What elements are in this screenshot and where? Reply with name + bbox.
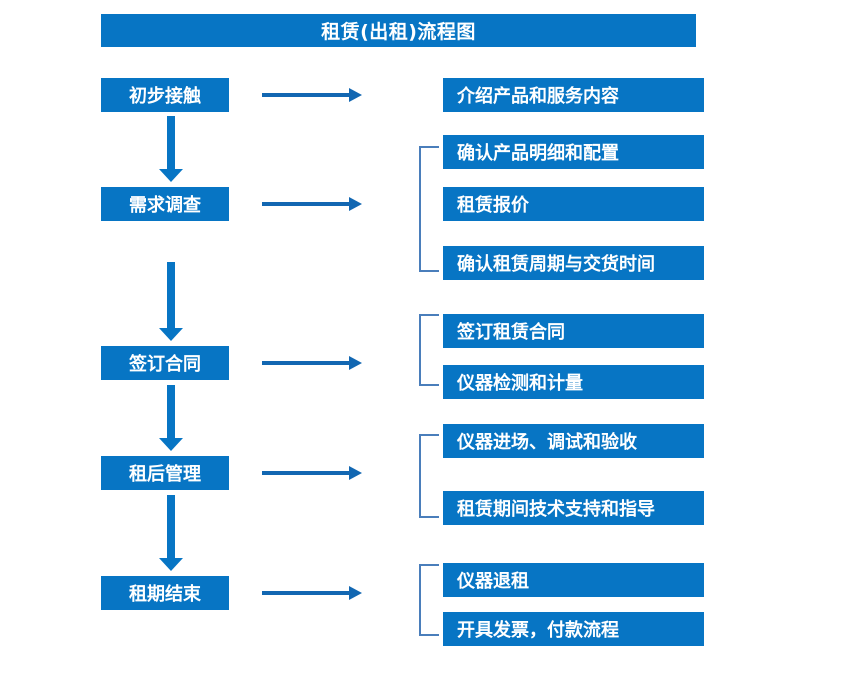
group-bracket-3: [419, 434, 439, 518]
stage-box-4[interactable]: 租后管理: [101, 456, 229, 490]
arrow-shaft: [167, 495, 175, 558]
detail-box-10[interactable]: 开具发票，付款流程: [443, 612, 704, 646]
detail-box-1[interactable]: 介绍产品和服务内容: [443, 78, 704, 112]
stage-box-2[interactable]: 需求调查: [101, 187, 229, 221]
flow-arrow-down-4: [159, 495, 183, 571]
arrow-shaft: [262, 591, 350, 595]
flow-arrow-down-1: [159, 116, 183, 182]
arrow-shaft: [167, 385, 175, 438]
arrow-shaft: [262, 93, 350, 97]
arrow-head: [349, 356, 362, 370]
arrow-shaft: [262, 471, 350, 475]
arrow-head: [349, 88, 362, 102]
arrow-head: [349, 197, 362, 211]
stage-box-5[interactable]: 租期结束: [101, 576, 229, 610]
detail-box-7[interactable]: 仪器进场、调试和验收: [443, 424, 704, 458]
arrow-head: [349, 586, 362, 600]
arrow-shaft: [167, 262, 175, 328]
detail-box-8[interactable]: 租赁期间技术支持和指导: [443, 491, 704, 525]
arrow-head: [159, 438, 183, 451]
group-bracket-2: [419, 314, 439, 386]
detail-box-3[interactable]: 租赁报价: [443, 187, 704, 221]
stage-box-1[interactable]: 初步接触: [101, 78, 229, 112]
chart-title: 租赁(出租)流程图: [101, 14, 696, 47]
group-bracket-1: [419, 146, 439, 272]
detail-box-4[interactable]: 确认租赁周期与交货时间: [443, 246, 704, 280]
link-arrow-right-3: [262, 356, 362, 370]
detail-box-6[interactable]: 仪器检测和计量: [443, 365, 704, 399]
link-arrow-right-4: [262, 466, 362, 480]
arrow-head: [159, 328, 183, 341]
detail-box-5[interactable]: 签订租赁合同: [443, 314, 704, 348]
flow-arrow-down-3: [159, 385, 183, 451]
arrow-shaft: [262, 202, 350, 206]
link-arrow-right-2: [262, 197, 362, 211]
stage-box-3[interactable]: 签订合同: [101, 346, 229, 380]
arrow-head: [159, 558, 183, 571]
arrow-head: [159, 169, 183, 182]
link-arrow-right-1: [262, 88, 362, 102]
link-arrow-right-5: [262, 586, 362, 600]
arrow-shaft: [167, 116, 175, 169]
detail-box-2[interactable]: 确认产品明细和配置: [443, 135, 704, 169]
detail-box-9[interactable]: 仪器退租: [443, 563, 704, 597]
arrow-shaft: [262, 361, 350, 365]
arrow-head: [349, 466, 362, 480]
flow-arrow-down-2: [159, 262, 183, 341]
group-bracket-4: [419, 564, 439, 636]
